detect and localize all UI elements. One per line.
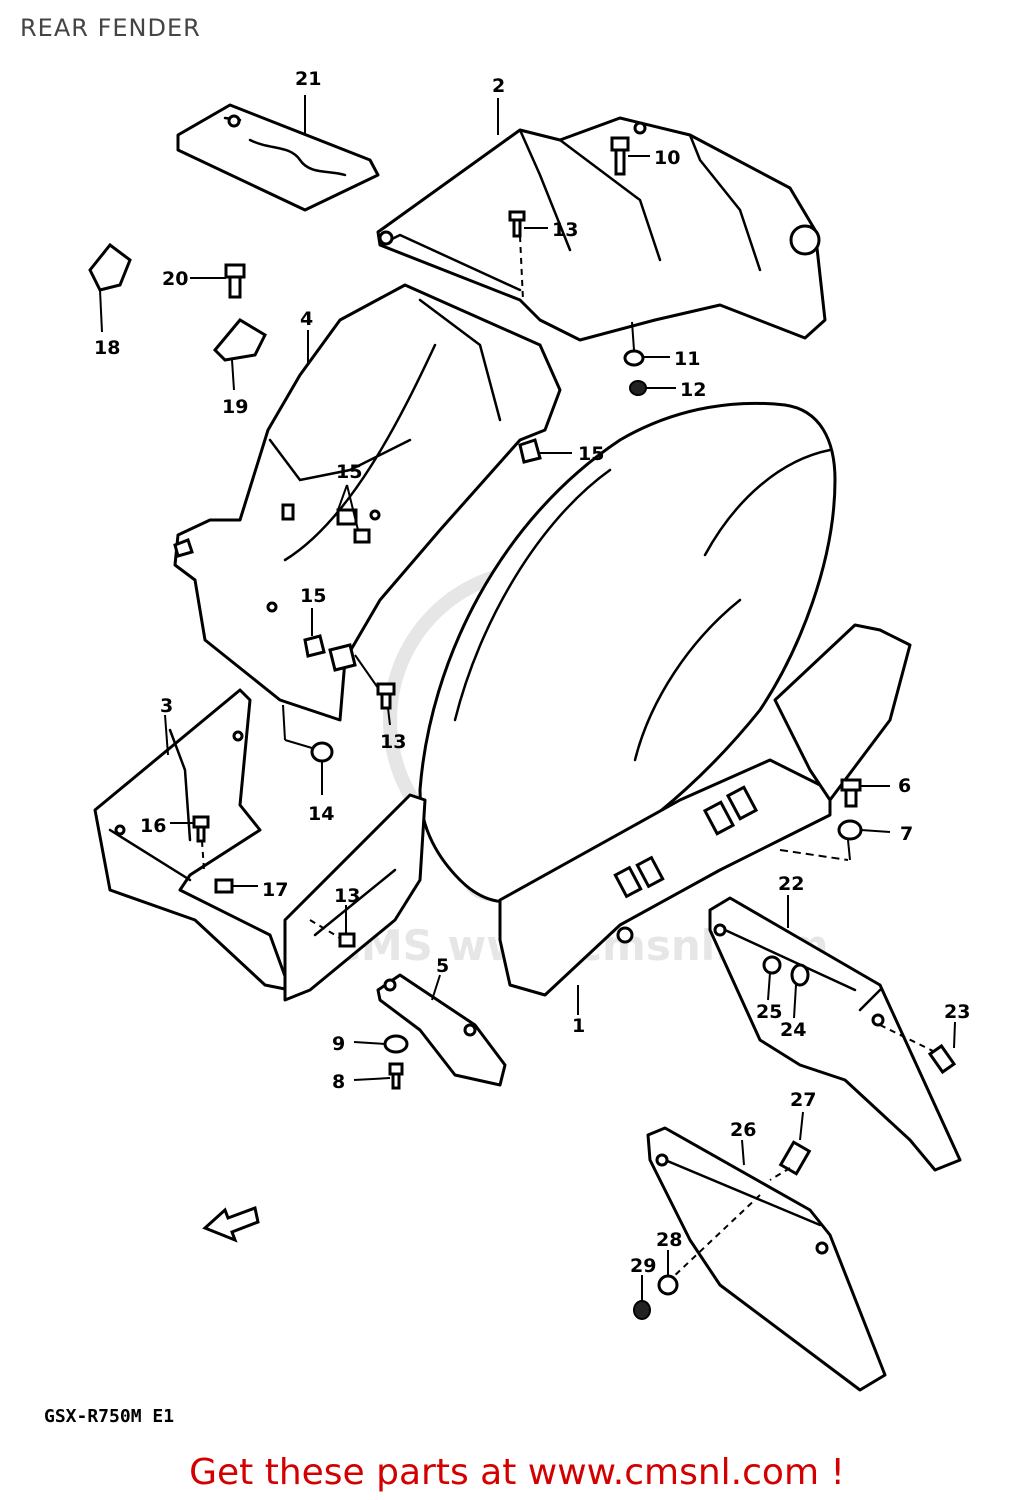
callout-17: 17 — [262, 879, 288, 901]
callout-5: 5 — [436, 955, 449, 977]
callout-15: 15 — [336, 461, 362, 483]
part-26-license-plate-holder — [646, 1126, 887, 1392]
callout-27: 27 — [790, 1089, 816, 1111]
part-mud-flap — [283, 793, 427, 1002]
callout-3: 3 — [160, 695, 173, 717]
callout-23: 23 — [944, 1001, 970, 1023]
callout-28: 28 — [656, 1229, 682, 1251]
callout-29: 29 — [630, 1255, 656, 1277]
callout-labels: 21 2 10 13 20 4 18 11 12 19 15 15 15 3 1… — [94, 68, 970, 1277]
callout-4: 4 — [300, 308, 313, 330]
callout-12: 12 — [680, 379, 706, 401]
callout-13: 13 — [552, 219, 578, 241]
part-21-seat-tail-cover — [176, 103, 380, 212]
callout-13: 13 — [334, 885, 360, 907]
callout-11: 11 — [674, 348, 700, 370]
page-title: REAR FENDER — [20, 14, 201, 42]
callout-19: 19 — [222, 396, 248, 418]
callout-25: 25 — [756, 1001, 782, 1023]
hardware-fasteners — [88, 136, 957, 1320]
callout-15: 15 — [300, 585, 326, 607]
exploded-parts-diagram: CMS CMS www.cmsnl.com — [88, 68, 970, 1392]
part-5-bracket — [376, 973, 507, 1087]
callout-24: 24 — [780, 1019, 806, 1041]
callout-26: 26 — [730, 1119, 756, 1141]
model-code: GSX-R750M E1 — [44, 1406, 175, 1427]
part-2-rear-frame-cover — [376, 116, 827, 342]
callout-7: 7 — [900, 823, 913, 845]
callout-18: 18 — [94, 337, 120, 359]
callout-15: 15 — [578, 443, 604, 465]
callout-10: 10 — [654, 147, 680, 169]
callout-16: 16 — [140, 815, 166, 837]
part-1-rear-fender — [418, 401, 912, 997]
callout-1: 1 — [572, 1015, 585, 1037]
callout-6: 6 — [898, 775, 911, 797]
callout-14: 14 — [308, 803, 334, 825]
callout-21: 21 — [295, 68, 321, 90]
part-4-inner-fender — [173, 283, 562, 722]
callout-2: 2 — [492, 75, 505, 97]
callout-13: 13 — [380, 731, 406, 753]
callout-20: 20 — [162, 268, 188, 290]
callout-8: 8 — [332, 1071, 345, 1093]
callout-9: 9 — [332, 1033, 345, 1055]
callout-22: 22 — [778, 873, 804, 895]
footer-link[interactable]: Get these parts at www.cmsnl.com ! — [189, 1452, 845, 1493]
part-3-side-cover — [93, 688, 292, 992]
callout-leader-lines — [99, 95, 956, 1300]
